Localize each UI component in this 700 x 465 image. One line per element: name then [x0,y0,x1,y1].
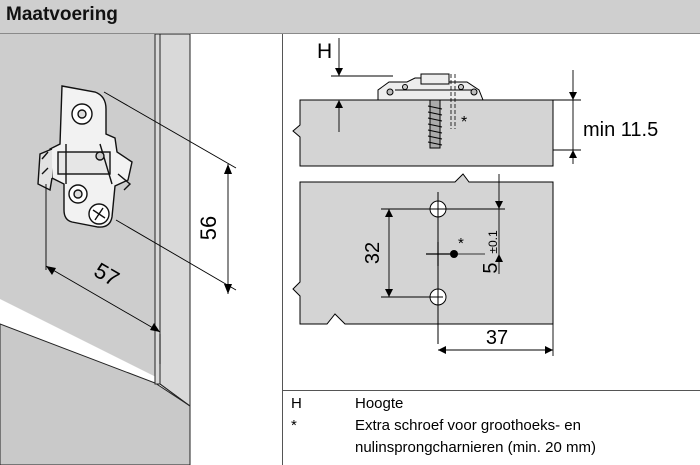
spacing-dimension [381,208,505,298]
legend-text-h: Hoogte [355,395,404,412]
mounting-plate [37,85,133,228]
offset-tolerance: ±0.1 [486,230,500,254]
center-star: * [458,235,464,252]
page-title: Maatvoering [6,4,118,25]
legend-separator [283,390,700,391]
dimension-lines [45,91,237,364]
spacing-label: 32 [362,242,384,264]
edge-dimension [438,324,554,356]
legend: H Hoogte * Extra schroef voor groothoeks… [283,390,700,465]
center-point [450,250,458,258]
cabinet-bottom [0,323,191,465]
side-view-board [292,99,554,167]
screw-star: * [461,114,467,131]
isometric-view: 56 57 [0,34,237,465]
thickness-dimension [553,70,581,164]
legend-symbol-star: * [291,417,297,434]
thickness-label: min 11.5 [583,119,658,141]
legend-text-star: Extra schroef voor groothoeks- en [355,417,581,434]
side-view-plate [377,73,484,101]
legend-text-star-cont: nulinsprongcharnieren (min. 20 mm) [355,439,596,456]
view-divider [282,34,283,465]
label-h: H [317,40,332,63]
offset-label: 5 [480,262,502,273]
orthographic-views: * H min 11.5 [292,38,658,356]
dimension-arrows [46,164,232,332]
center-mark [426,192,485,344]
front-view-board [292,173,554,325]
title-bar: Maatvoering [0,0,700,34]
edge-distance-label: 37 [486,327,508,349]
side-view-screw [427,99,443,149]
dim-height-label: 56 [196,216,221,240]
legend-symbol-h: H [291,395,302,412]
